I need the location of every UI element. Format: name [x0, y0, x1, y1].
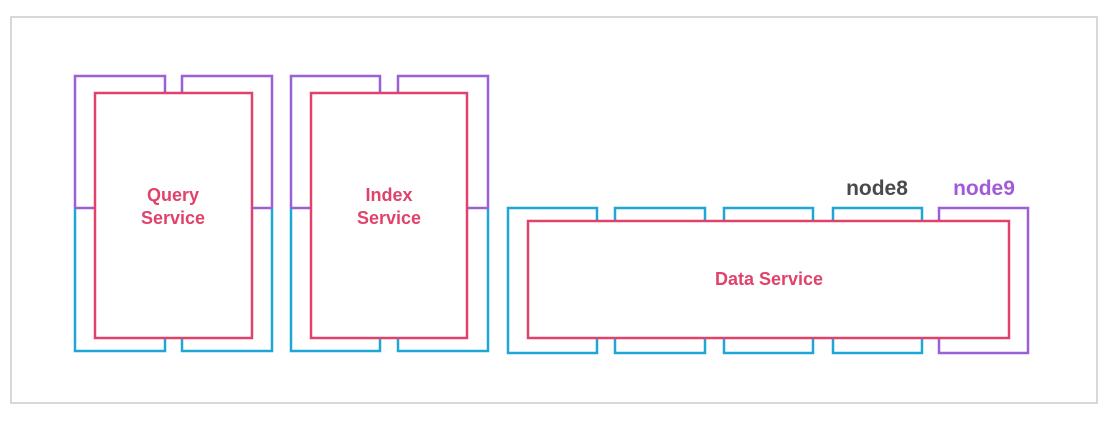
query-service-label-line2: Service: [141, 208, 205, 228]
index-node-b-lower: [396, 208, 490, 353]
query-service-label-line1: Query: [147, 185, 199, 205]
index-service-box: [309, 91, 469, 340]
query-node-a-lower: [73, 208, 167, 353]
node9-label: node9: [953, 177, 1015, 200]
index-node-group: Index Service: [289, 74, 490, 353]
index-node-a-upper: [289, 74, 382, 208]
query-node-b-lower: [180, 208, 274, 353]
index-service-label-line1: Index: [365, 185, 412, 205]
query-service-box: [93, 91, 254, 340]
node8-label: node8: [846, 177, 908, 200]
data-node-group: Data Service: [506, 206, 1030, 355]
query-node-group: Query Service: [73, 74, 274, 353]
diagram-frame: [10, 16, 1098, 404]
index-service-label-line2: Service: [357, 208, 421, 228]
data-service-box: [526, 219, 1011, 340]
query-node-a-upper: [73, 74, 167, 208]
index-node-a-lower: [289, 208, 382, 353]
query-node-b-upper: [180, 74, 274, 208]
data-service-label: Data Service: [715, 269, 823, 289]
index-node-b-upper: [396, 74, 490, 208]
